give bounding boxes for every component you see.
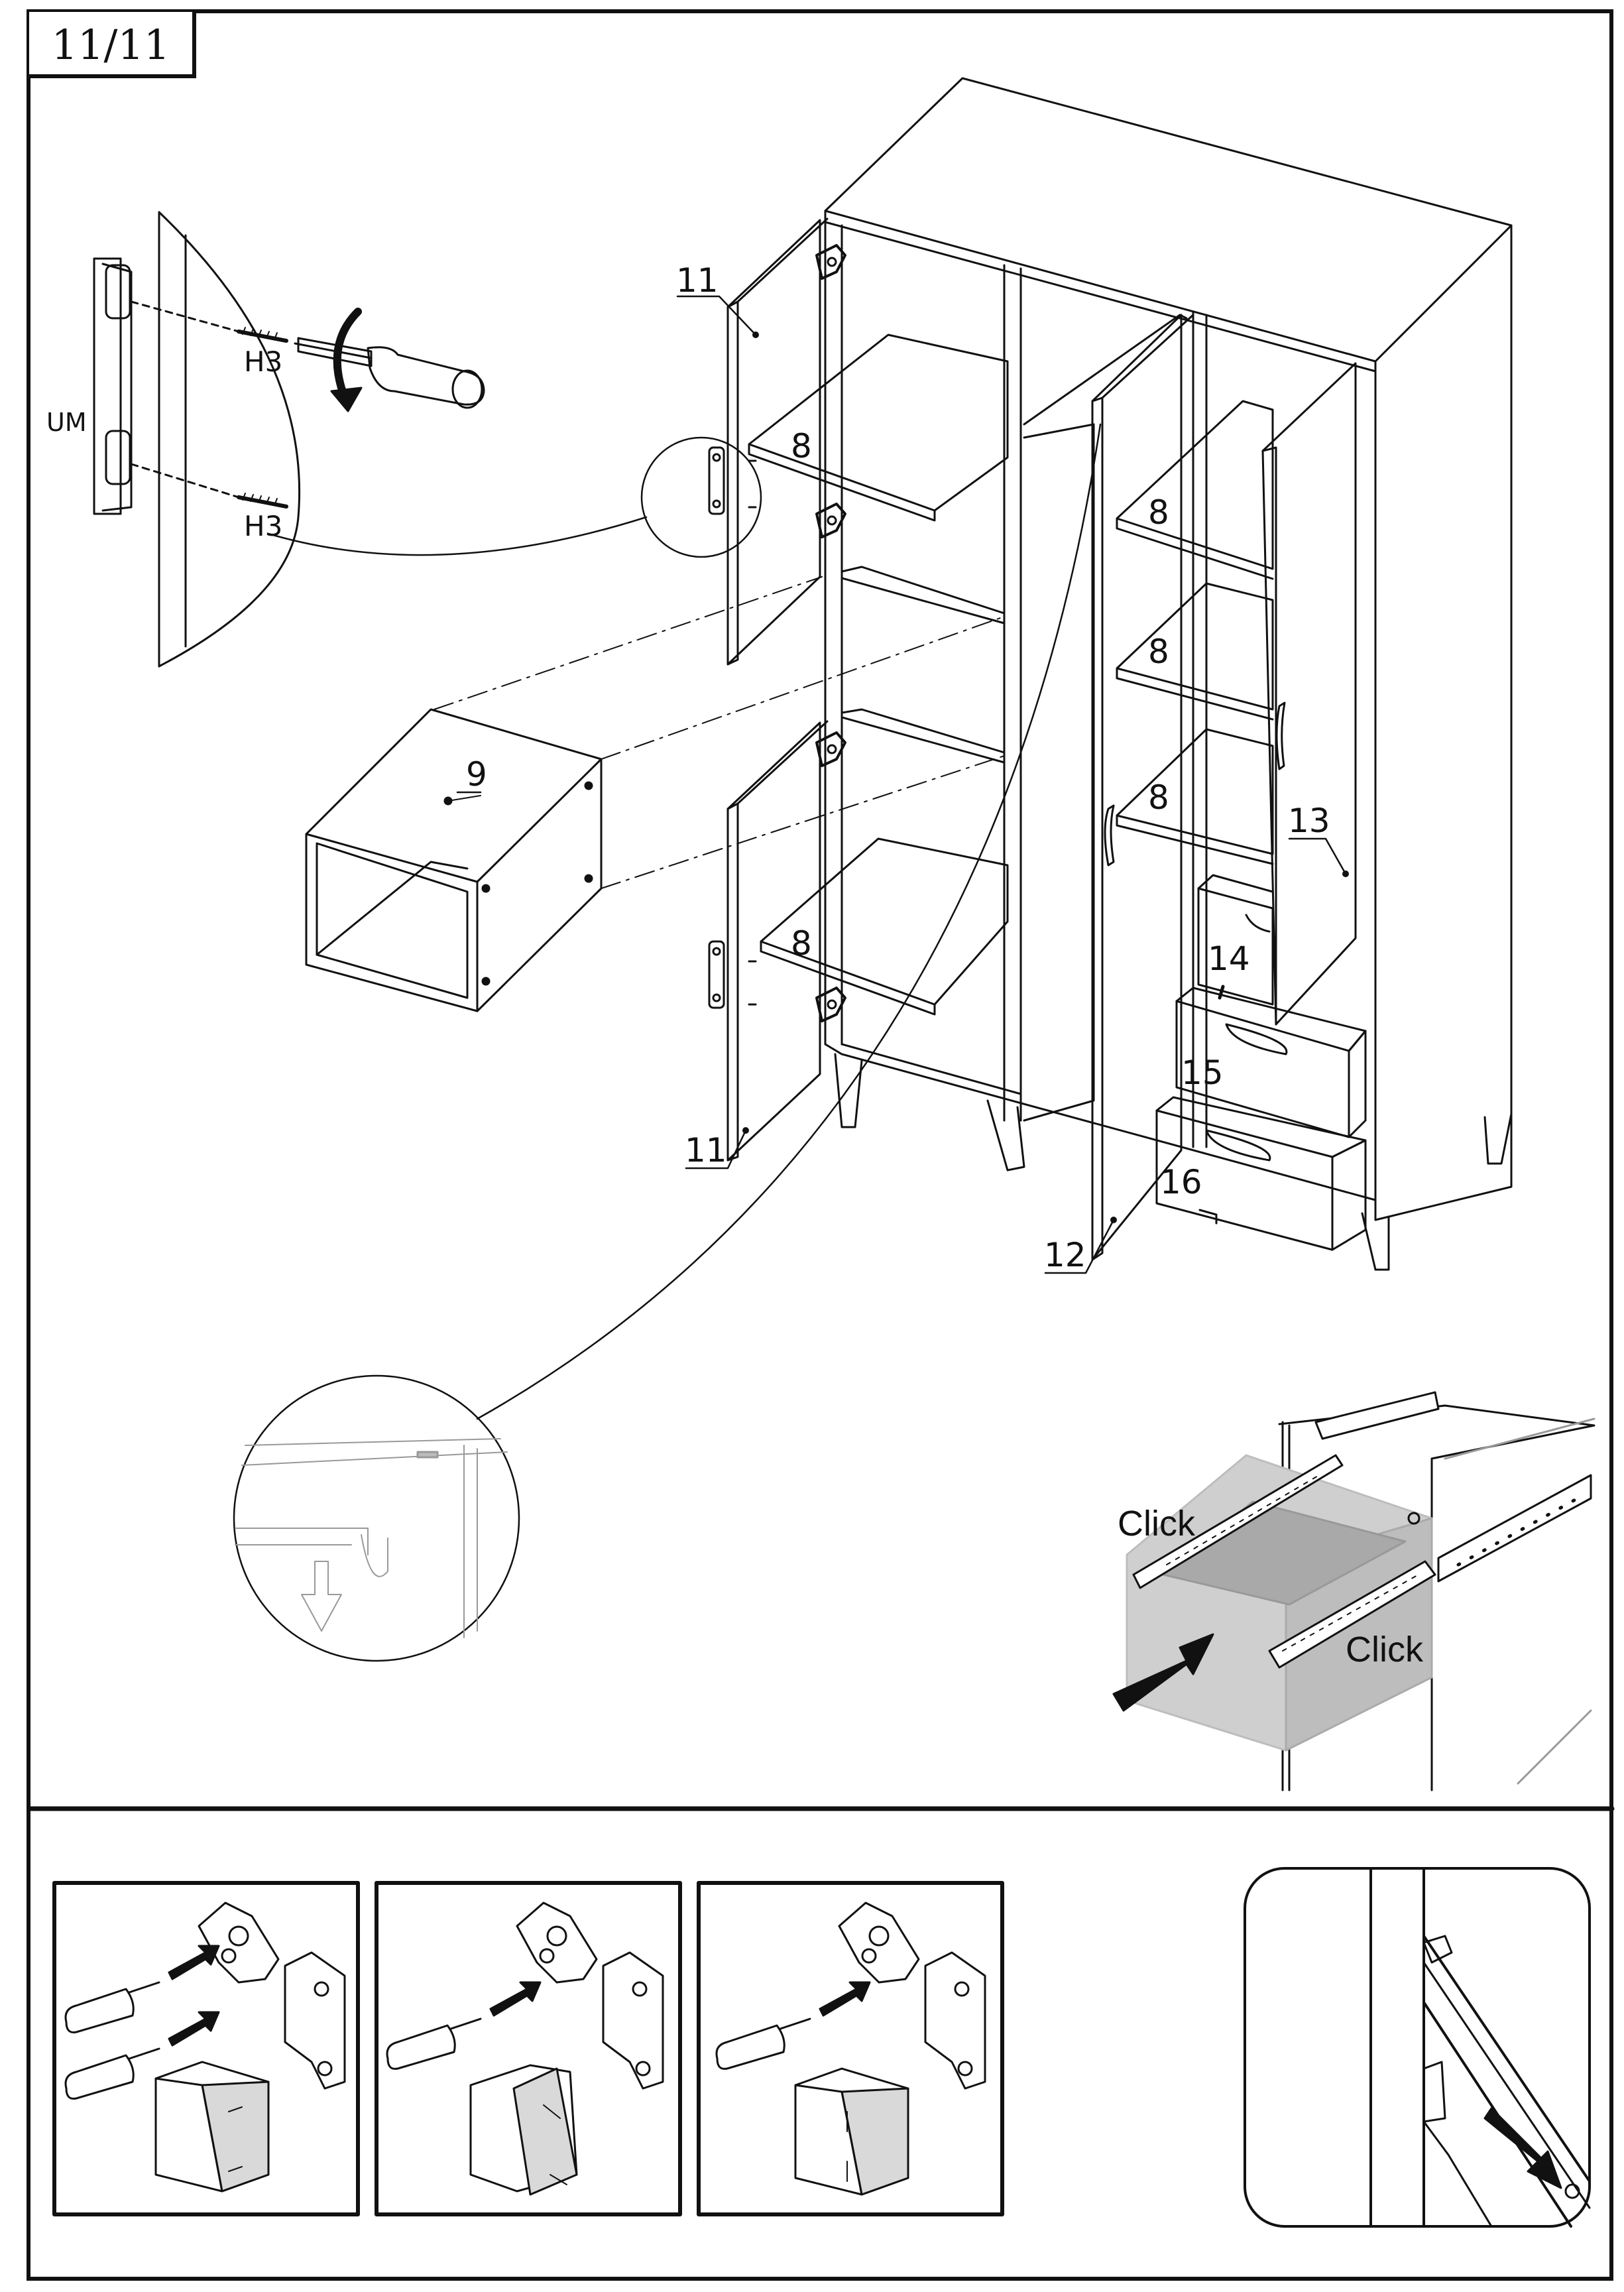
screw-detail: UM H3 H3 [46, 211, 648, 668]
door-right [1261, 362, 1357, 1026]
part-label-16: 16 [1160, 1163, 1202, 1201]
drawer-bottom [1155, 1096, 1367, 1251]
rail-detail [233, 1374, 520, 1662]
shelf-mid-left-2 [841, 708, 1006, 764]
screw-icon [237, 327, 288, 343]
screwdriver-icon [715, 1981, 871, 2070]
part-label-8-right-3: 8 [1148, 778, 1169, 817]
screw-icon [237, 493, 288, 509]
push-arrow-icon [1483, 2107, 1562, 2189]
part-label-12: 12 [1044, 1236, 1086, 1274]
shelf-upper-left [748, 333, 1009, 522]
screwdriver-icon [386, 1981, 542, 2070]
part-label-8-upper-left: 8 [791, 427, 812, 465]
click-label-left: Click [1118, 1504, 1196, 1543]
wardrobe [824, 77, 1513, 1271]
guide-lines [434, 576, 1005, 889]
box-unit [305, 708, 603, 1012]
hinge-icon [815, 987, 846, 1022]
drawer-small [1197, 874, 1274, 1006]
drawer-click-detail: Click Click [1112, 1391, 1595, 1791]
hinge-panel-2 [375, 1881, 682, 2216]
cube-icon [469, 2064, 578, 2196]
screwdriver-icon [294, 308, 485, 412]
shelf-lower-left [760, 837, 1009, 1016]
part-label-8-lower-left: 8 [791, 924, 812, 963]
screw-label-top: H3 [244, 345, 282, 378]
part-label-8-right-1: 8 [1148, 493, 1169, 532]
door-upper-left [640, 217, 846, 666]
page-frame [27, 9, 1613, 2281]
part-label-um: UM [46, 408, 87, 437]
shelf-right-3 [1116, 728, 1274, 865]
click-label-right: Click [1346, 1630, 1424, 1669]
drawer-slide-icon [1268, 1474, 1592, 1669]
drawer-slide-icon [1132, 1391, 1440, 1589]
step-label: 11/11 [51, 21, 170, 69]
push-arrow-icon [1112, 1633, 1214, 1712]
hinge-panel-3 [697, 1881, 1004, 2216]
part-label-11-upper: 11 [676, 261, 719, 300]
part-label-13: 13 [1288, 802, 1330, 840]
cube-icon [794, 2067, 909, 2196]
shelf-mid-left [841, 566, 1006, 625]
step-indicator: 11/11 [29, 12, 196, 78]
hinge-icon [838, 1901, 986, 2090]
hinge-panel-1 [52, 1881, 360, 2216]
cube-icon [154, 2061, 270, 2193]
part-label-11-lower: 11 [685, 1131, 727, 1170]
hinge-icon [198, 1901, 346, 2090]
door-middle [1091, 314, 1194, 1261]
hinge-icon [516, 1901, 664, 2090]
part-label-14: 14 [1208, 939, 1250, 978]
hinge-icon [815, 244, 846, 280]
part-label-9: 9 [466, 755, 487, 794]
hinge-icon [815, 731, 846, 767]
hinge-icon [815, 503, 846, 538]
screw-label-bottom: H3 [244, 510, 282, 542]
shelf-right-2 [1116, 582, 1274, 721]
handle-rail [93, 257, 133, 515]
rail-insert-detail [1244, 1867, 1591, 2228]
part-label-8-right-2: 8 [1148, 633, 1169, 671]
leader-line [476, 423, 1102, 1420]
shelf-right-1 [1116, 400, 1274, 580]
part-label-15: 15 [1181, 1054, 1224, 1092]
screwdriver-icon [64, 1945, 220, 2100]
